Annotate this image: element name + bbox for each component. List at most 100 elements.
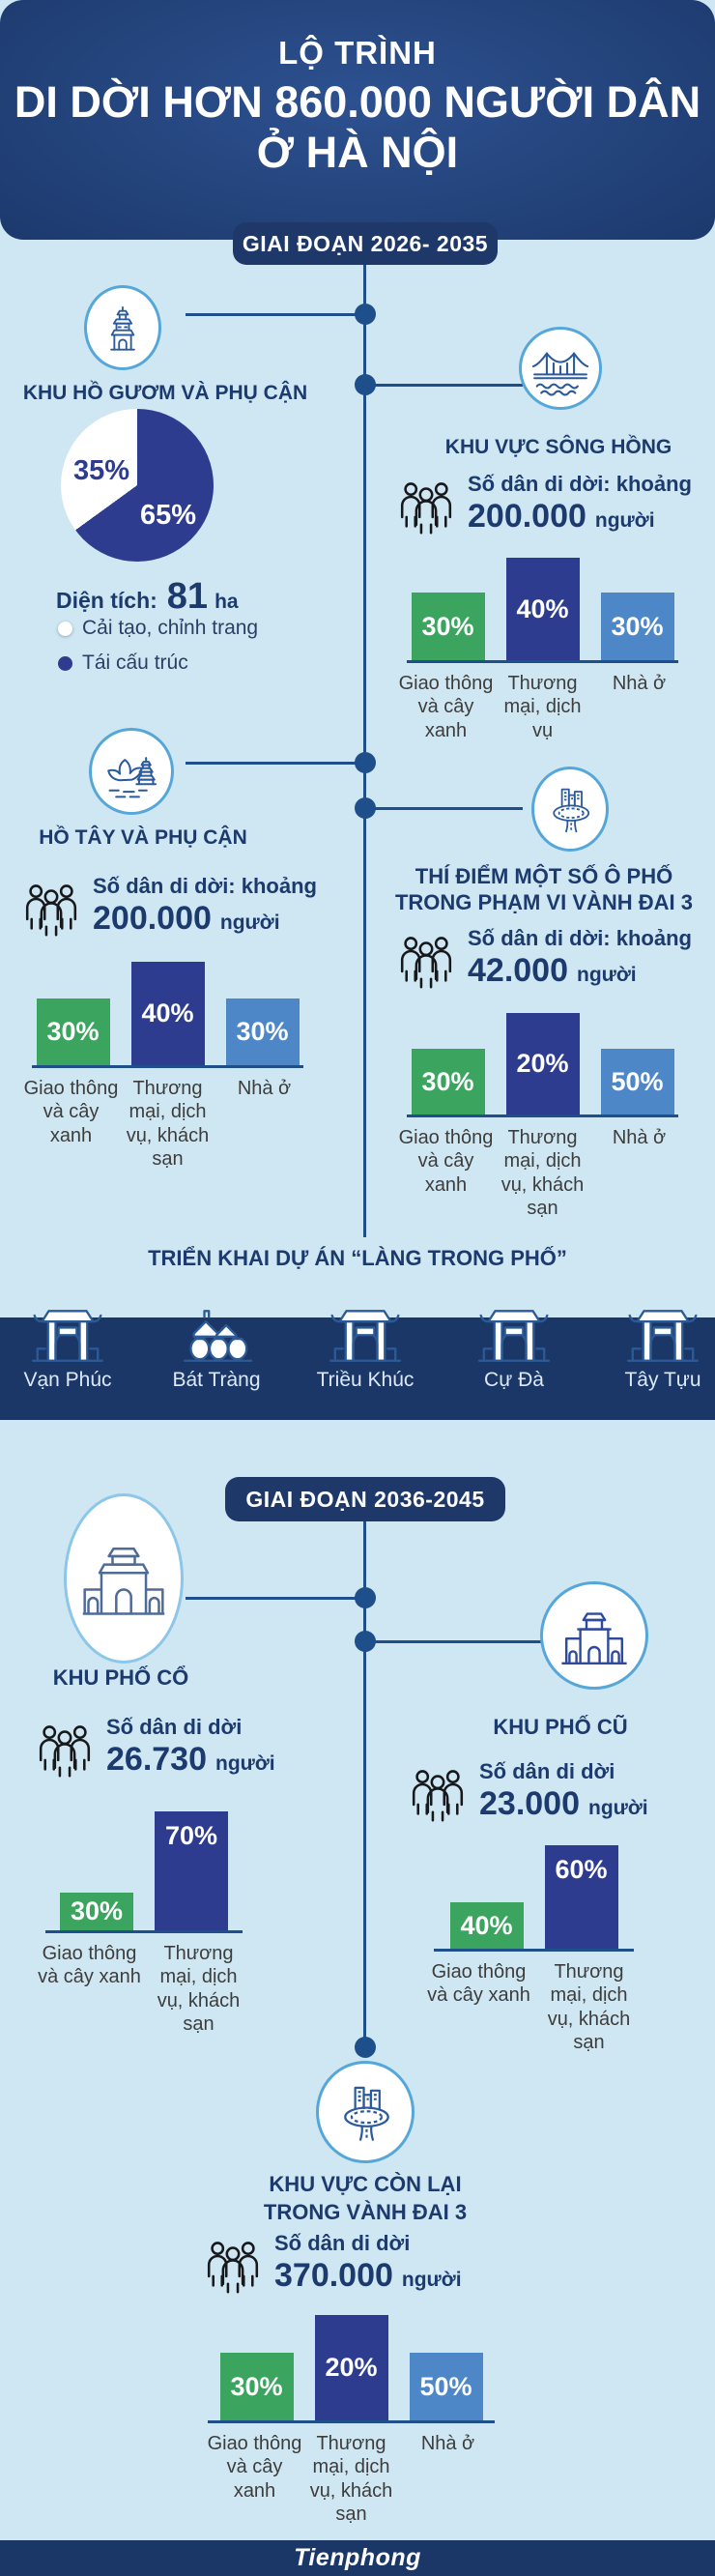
bar-group: 30% 40% 30% (407, 558, 678, 663)
bar-3: 50% (409, 2353, 483, 2420)
phase1-badge: GIAI ĐOẠN 2026- 2035 (233, 222, 498, 265)
timeline-dot (355, 752, 376, 773)
bridge-icon (529, 337, 591, 399)
population-unit: người (588, 1797, 648, 1819)
bar-value-label: 30% (611, 611, 664, 641)
thi-diem-title: THÍ ĐIỂM MỘT SỐ Ô PHỐ TRONG PHẠM VI VÀNH… (394, 863, 694, 916)
people-group-icon (396, 476, 456, 535)
connector-thi-diem (365, 807, 523, 810)
connector-song-hong (365, 384, 523, 387)
pho-co-bar-chart: 30%70% Giao thông và cây xanh Thương mại, … (38, 1811, 243, 2037)
pottery-village-icon (162, 1291, 271, 1367)
population-unit: người (401, 2269, 462, 2291)
bar-3: 50% (600, 1049, 674, 1114)
timeline-dot (355, 374, 376, 395)
timeline-line-phase2 (363, 1520, 366, 2047)
bar-category-label: Nhà ở (612, 673, 667, 694)
population-unit: người (577, 964, 637, 986)
bar-category-label: Giao thông và cây xanh (23, 1078, 119, 1146)
bar-category-label: Giao thông và cây xanh (38, 1943, 141, 1988)
timeline-dot (355, 1631, 376, 1652)
ho-tay-population-stat: Số dân di dời: khoảng 200.000 người (21, 874, 317, 938)
bar-value-label: 30% (421, 1066, 474, 1096)
village-label: Tây Tựu (624, 1369, 701, 1391)
bar-3: 30% (600, 593, 674, 660)
bar-value-label: 30% (421, 611, 474, 641)
header-kicker: LỘ TRÌNH (278, 35, 437, 71)
bar-group: 30%70% (45, 1811, 243, 1933)
con-lai-population-stat: Số dân di dời 370.000 người (203, 2231, 462, 2295)
ho-tay-title: HỒ TÂY VÀ PHỤ CẬN (39, 826, 247, 849)
bar-1: 40% (449, 1902, 524, 1949)
area-unit: ha (214, 591, 239, 613)
pho-co-circle (64, 1493, 184, 1664)
bar-group: 40% 60% (434, 1845, 634, 1952)
con-lai-title-line1: KHU VỰC CÒN LẠI (269, 2172, 462, 2196)
bar-2: 40% (505, 558, 580, 660)
people-group-icon (396, 930, 456, 990)
phase2-badge: GIAI ĐOẠN 2036-2045 (225, 1477, 505, 1521)
area-label: Diện tích: (56, 588, 157, 613)
population-unit: người (594, 509, 655, 532)
header-title-line2: Ở HÀ NỘI (256, 128, 459, 177)
bar-value-label: 50% (611, 1066, 664, 1096)
village-van-phuc: Vạn Phúc (0, 1291, 140, 1392)
village-tay-tuu: Tây Tựu (590, 1291, 715, 1392)
bar-2: 70% (155, 1811, 228, 1930)
legend-dot-navy (58, 655, 72, 671)
people-group-icon (35, 1719, 95, 1779)
population-label: Số dân di dời: khoảng (93, 874, 317, 898)
timeline-dot (355, 797, 376, 819)
bar-category-label: Nhà ở (420, 2433, 475, 2454)
bar-category-label: Thương mại, dịch vụ, khách sạn (309, 2433, 393, 2526)
thi-diem-title-line2: TRONG PHẠM VI VÀNH ĐAI 3 (394, 890, 694, 915)
population-value: 200.000 (93, 900, 212, 937)
bar-2: 20% (505, 1013, 580, 1114)
people-group-icon (408, 1763, 468, 1823)
bar-3: 30% (225, 999, 300, 1065)
timeline-line-phase1 (363, 263, 366, 1237)
population-label: Số dân di dời (274, 2231, 411, 2255)
bar-category-label: Giao thông và cây xanh (398, 1127, 494, 1196)
connector-pho-cu (365, 1640, 541, 1643)
quan-chuong-gate-icon (77, 1518, 170, 1639)
timeline-dot (355, 2037, 376, 2058)
village-cu-da: Cự Đà (442, 1291, 586, 1392)
population-label: Số dân di dời: khoảng (468, 926, 692, 950)
thi-diem-title-line1: THÍ ĐIỂM MỘT SỐ Ô PHỐ (415, 864, 673, 888)
village-label: Cự Đà (484, 1369, 544, 1391)
con-lai-title: KHU VỰC CÒN LẠI TRONG VÀNH ĐAI 3 (220, 2170, 510, 2226)
pie-slice-label: 35% (73, 455, 130, 486)
population-label: Số dân di dời (106, 1715, 243, 1739)
con-lai-circle (316, 2061, 415, 2163)
bar-category-label: Thương mại, dịch vụ, khách sạn (126, 1078, 210, 1171)
population-label: Số dân di dời (479, 1759, 615, 1783)
connector-ho-tay (186, 762, 365, 765)
timeline-dot (355, 304, 376, 325)
bar-category-label: Giao thông và cây xanh (427, 1961, 530, 2007)
pho-co-title: KHU PHỐ CỔ (52, 1665, 189, 1690)
thi-diem-circle (531, 767, 609, 852)
bar-category-label: Thương mại, dịch vụ, khách sạn (157, 1943, 241, 2036)
population-value: 370.000 (274, 2257, 393, 2294)
bar-value-label: 20% (516, 1049, 569, 1078)
bar-value-label: 20% (325, 2353, 378, 2382)
ho-guom-title: KHU HỒ GƯƠM VÀ PHỤ CẬN (22, 382, 308, 404)
population-unit: người (219, 912, 280, 934)
bar-value-label: 30% (236, 1017, 289, 1046)
legend-label: Cải tạo, chỉnh trang (82, 617, 259, 639)
bar-value-label: 50% (419, 2371, 472, 2401)
old-quarter-gate-icon (556, 1597, 633, 1674)
bar-2: 60% (544, 1845, 618, 1949)
population-label: Số dân di dời: khoảng (468, 472, 692, 496)
bar-1: 30% (411, 593, 485, 660)
bar-group: 30%40%30% (32, 962, 303, 1068)
ring-road-icon (541, 777, 599, 841)
